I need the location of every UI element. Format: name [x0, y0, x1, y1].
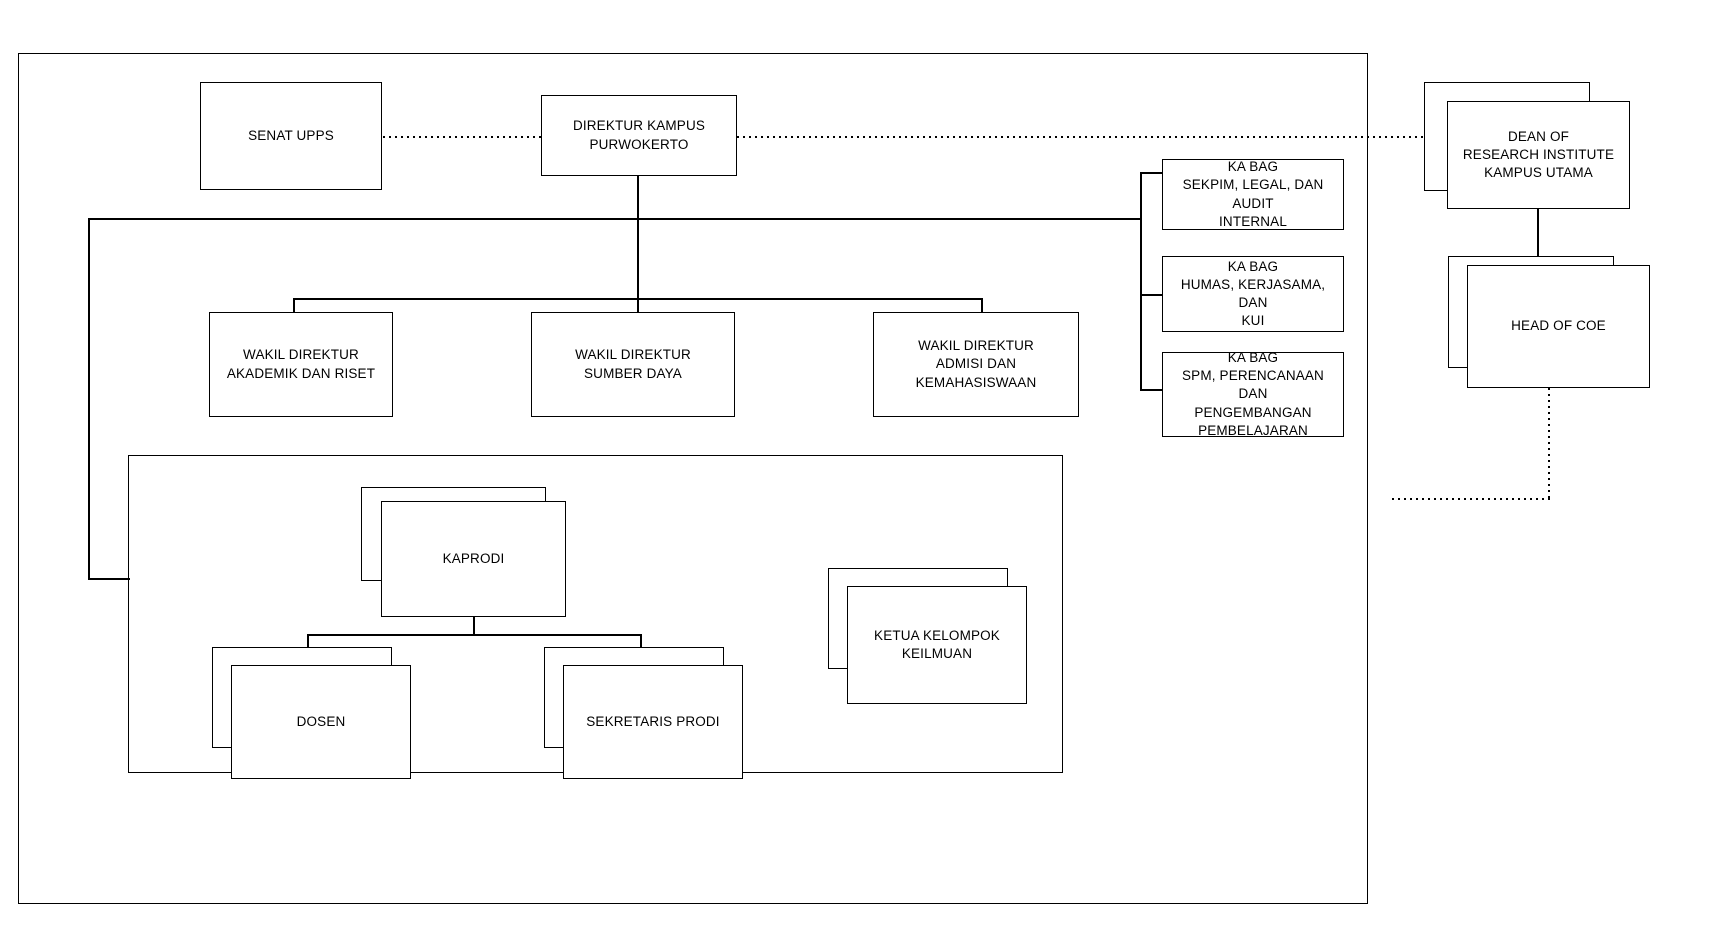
campus-outer-container	[18, 53, 1368, 904]
node-ka-bag-sekpim[interactable]: KA BAG SEKPIM, LEGAL, DAN AUDIT INTERNAL	[1162, 159, 1344, 230]
node-label: WAKIL DIREKTUR SUMBER DAYA	[575, 347, 691, 381]
node-label: KA BAG HUMAS, KERJASAMA, DAN KUI	[1180, 258, 1326, 329]
connector-dean-to-coe	[1537, 209, 1539, 265]
connector-dosen-drop	[307, 634, 309, 648]
node-ka-bag-spm[interactable]: KA BAG SPM, PERENCANAAN DAN PENGEMBANGAN…	[1162, 349, 1344, 438]
node-label: SEKRETARIS PRODI	[586, 713, 720, 729]
connector-left-bracket-vertical	[88, 218, 90, 579]
node-label: WAKIL DIREKTUR AKADEMIK DAN RISET	[226, 347, 376, 381]
node-label: KETUA KELOMPOK KEILMUAN	[874, 627, 1000, 661]
node-label: WAKIL DIREKTUR ADMISI DAN KEMAHASISWAAN	[915, 338, 1037, 390]
connector-kabag-humas-stub	[1140, 294, 1162, 296]
connector-sekretaris-drop	[640, 634, 642, 648]
node-label: DIREKTUR KAMPUS PURWOKERTO	[572, 118, 706, 152]
node-dosen[interactable]: DOSEN	[231, 665, 411, 779]
node-kaprodi[interactable]: KAPRODI	[381, 501, 566, 617]
node-label: KA BAG SPM, PERENCANAAN DAN PENGEMBANGAN…	[1182, 349, 1324, 438]
node-direktur-kampus[interactable]: DIREKTUR KAMPUS PURWOKERTO	[541, 95, 737, 176]
node-wakil-direktur-akademik[interactable]: WAKIL DIREKTUR AKADEMIK DAN RISET	[209, 312, 393, 417]
connector-kabag-spine	[1140, 172, 1142, 390]
node-label: KAPRODI	[442, 550, 505, 566]
connector-kaprodi-drop	[473, 617, 475, 634]
connector-kaprodi-children-bus	[307, 634, 640, 636]
connector-left-bracket-top	[88, 218, 1140, 220]
connector-wakil-sumberdaya-drop	[637, 298, 639, 312]
node-wakil-direktur-admisi[interactable]: WAKIL DIREKTUR ADMISI DAN KEMAHASISWAAN	[873, 312, 1079, 417]
connector-direktur-trunk	[637, 176, 639, 299]
node-head-coe[interactable]: HEAD OF COE	[1467, 265, 1650, 388]
node-label: HEAD OF COE	[1511, 318, 1606, 334]
node-label: SENAT UPPS	[248, 127, 334, 143]
node-label: DOSEN	[296, 713, 346, 729]
node-ketua-kelompok-keilmuan[interactable]: KETUA KELOMPOK KEILMUAN	[847, 586, 1027, 704]
dotted-coe-down	[1548, 388, 1550, 499]
node-dean-research-institute[interactable]: DEAN OF RESEARCH INSTITUTE KAMPUS UTAMA	[1447, 101, 1630, 209]
connector-kabag-sekpim-stub	[1140, 172, 1162, 174]
dotted-direktur-to-dean	[737, 136, 1437, 138]
dotted-senat-to-direktur	[383, 136, 541, 138]
node-label: DEAN OF RESEARCH INSTITUTE KAMPUS UTAMA	[1462, 128, 1615, 181]
node-senat-upps[interactable]: SENAT UPPS	[200, 82, 382, 190]
node-label: KA BAG SEKPIM, LEGAL, DAN AUDIT INTERNAL	[1182, 159, 1324, 229]
connector-left-bracket-bottom	[88, 578, 130, 580]
dotted-coe-to-campus	[1392, 498, 1550, 500]
node-wakil-direktur-sumber-daya[interactable]: WAKIL DIREKTUR SUMBER DAYA	[531, 312, 735, 417]
node-sekretaris-prodi[interactable]: SEKRETARIS PRODI	[563, 665, 743, 779]
node-ka-bag-humas[interactable]: KA BAG HUMAS, KERJASAMA, DAN KUI	[1162, 256, 1344, 332]
connector-wakil-akademik-drop	[293, 298, 295, 312]
connector-wakil-admisi-drop	[981, 298, 983, 312]
connector-kabag-spm-stub	[1140, 389, 1162, 391]
